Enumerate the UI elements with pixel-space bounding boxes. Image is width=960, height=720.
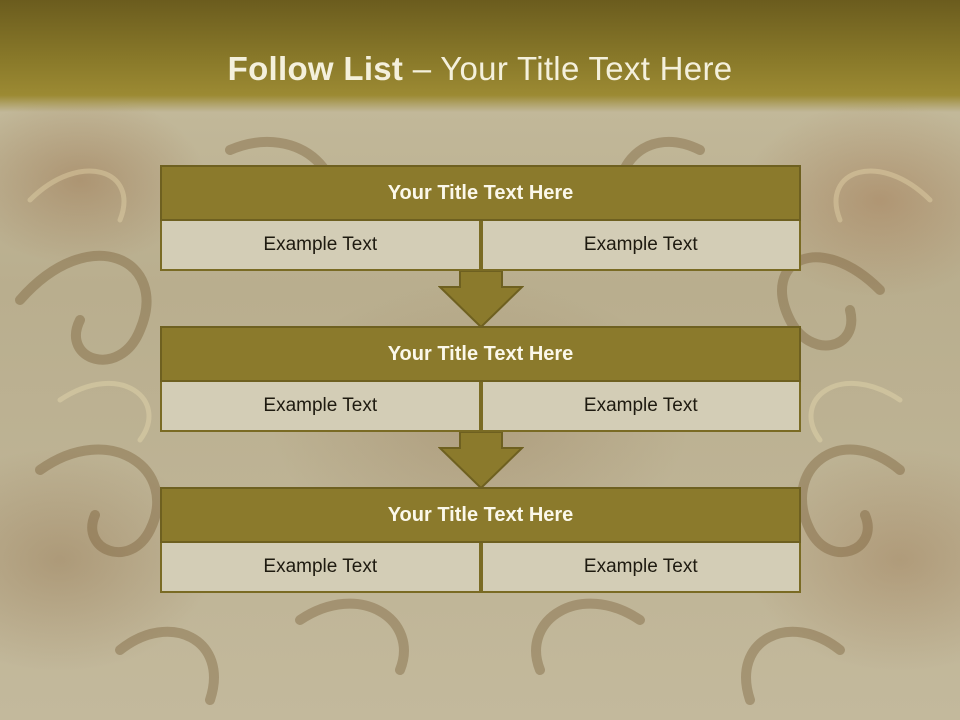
list-block-2: Your Title Text Here Example Text Exampl… [160, 326, 801, 432]
block-row: Example Text Example Text [160, 221, 801, 271]
slide-title: Follow List – Your Title Text Here [0, 50, 960, 88]
list-block-3: Your Title Text Here Example Text Exampl… [160, 487, 801, 593]
slide-title-bold: Follow List [227, 50, 404, 87]
block-cell-left: Example Text [160, 382, 481, 432]
block-row: Example Text Example Text [160, 543, 801, 593]
block-cell-right: Example Text [480, 221, 801, 271]
block-title: Your Title Text Here [160, 165, 801, 221]
block-cell-left: Example Text [160, 221, 481, 271]
slide-title-rest: – Your Title Text Here [403, 50, 733, 87]
block-title: Your Title Text Here [160, 326, 801, 382]
block-cell-right: Example Text [480, 382, 801, 432]
list-block-1: Your Title Text Here Example Text Exampl… [160, 165, 801, 271]
down-arrow-icon [438, 271, 524, 329]
block-cell-right: Example Text [480, 543, 801, 593]
block-row: Example Text Example Text [160, 382, 801, 432]
block-title: Your Title Text Here [160, 487, 801, 543]
block-cell-left: Example Text [160, 543, 481, 593]
down-arrow-icon [438, 432, 524, 490]
header-band [0, 0, 960, 112]
